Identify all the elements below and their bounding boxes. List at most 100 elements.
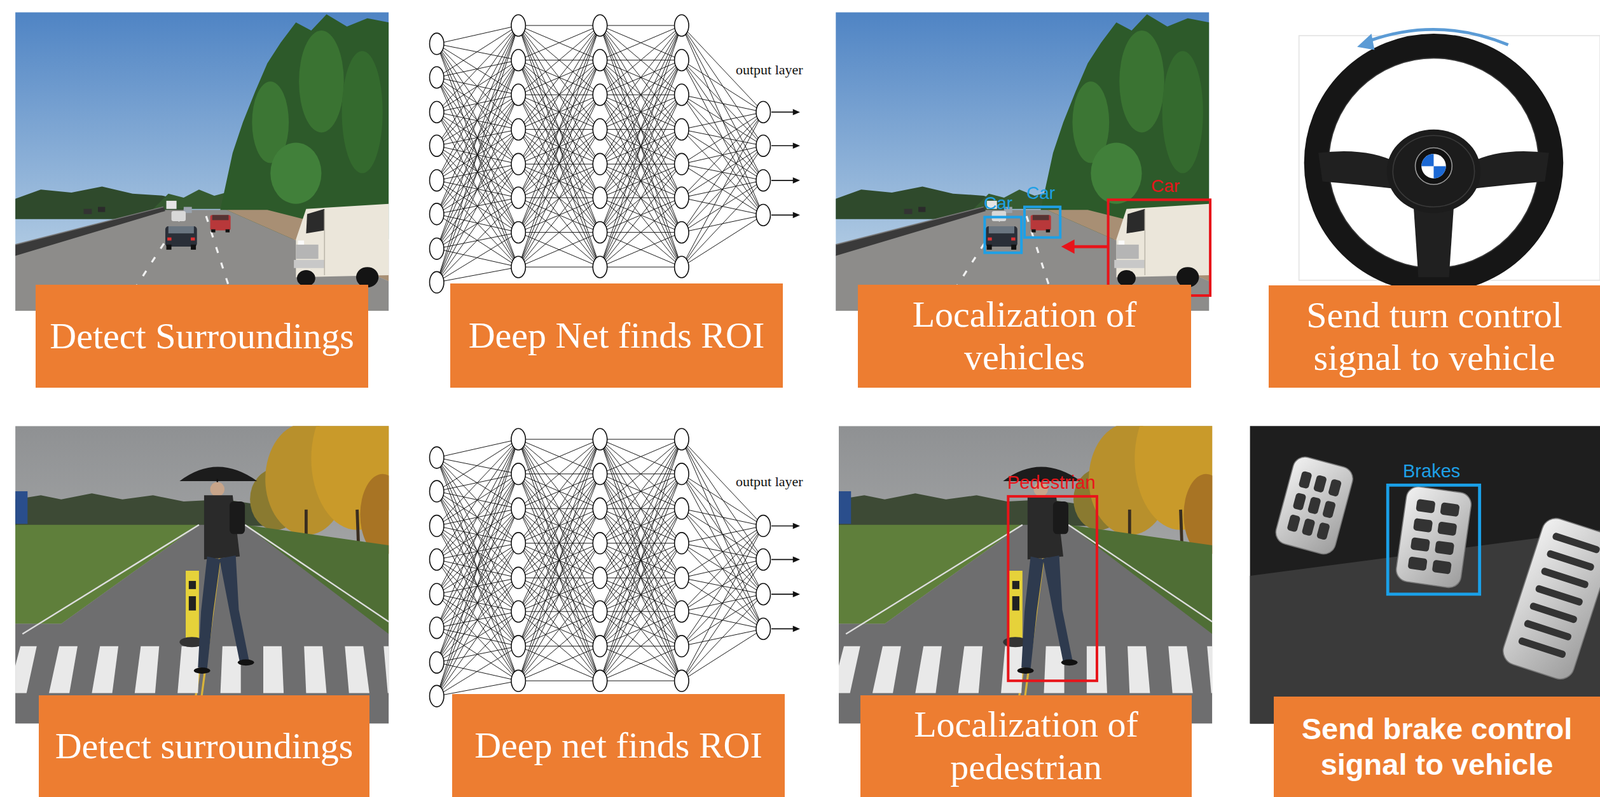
- neuron: [592, 463, 607, 486]
- neuron: [674, 14, 689, 37]
- output-arrow: [771, 593, 794, 596]
- network-edge: [436, 439, 519, 663]
- network-edge: [600, 25, 682, 95]
- network-edge: [518, 611, 600, 682]
- network-edge: [436, 25, 519, 112]
- network-edge: [436, 578, 519, 697]
- network-edge: [436, 25, 519, 215]
- network-edge: [518, 439, 600, 441]
- crosswalk-photo: [831, 387, 1232, 724]
- steering-wheel: [1299, 35, 1600, 281]
- network-edge: [681, 525, 764, 612]
- network-edge: [436, 611, 519, 697]
- network-edge: [600, 197, 682, 233]
- detection-boxes: [984, 217, 1022, 254]
- annotation: Pedestrian: [1007, 473, 1096, 494]
- annotation: Car: [983, 193, 1013, 214]
- neuron: [592, 532, 607, 555]
- neuron: [756, 204, 771, 227]
- network-edge: [518, 60, 600, 268]
- network-edge: [600, 25, 682, 130]
- annotation-label: output layer: [733, 474, 806, 490]
- output-arrow: [771, 214, 794, 217]
- network-edge: [518, 25, 600, 61]
- neuron: [756, 515, 771, 538]
- step-box: Send turn control signal to vehicle: [1268, 285, 1600, 388]
- network-edge: [518, 25, 600, 165]
- network-edge: [681, 111, 764, 198]
- car-pedals: [1534, 584, 1584, 607]
- car-pedals: [1551, 532, 1600, 554]
- neuron: [429, 237, 444, 260]
- neuron: [511, 49, 526, 72]
- annotation: output layer: [733, 474, 806, 490]
- neuron: [674, 532, 689, 555]
- car-pedals: [1432, 560, 1452, 575]
- network-edge: [600, 164, 682, 268]
- output-arrow: [771, 628, 794, 631]
- network-edge: [436, 439, 519, 492]
- car-pedals: [1499, 515, 1600, 683]
- network-edge: [436, 232, 519, 283]
- neuron: [429, 203, 444, 226]
- neuron: [429, 134, 444, 157]
- network-edge: [518, 474, 600, 682]
- neuron: [429, 66, 444, 89]
- network-connections: [436, 25, 764, 283]
- car-pedals: [1286, 514, 1301, 533]
- neuron: [592, 49, 607, 72]
- network-edge: [600, 439, 682, 647]
- steering-wheel: [1299, 29, 1600, 281]
- network-edge: [518, 681, 600, 682]
- network-edge: [436, 43, 519, 198]
- network-edge: [600, 25, 682, 165]
- network-edge: [681, 474, 764, 630]
- network-edge: [681, 25, 764, 215]
- network-edge: [681, 129, 764, 147]
- car-pedals: [1415, 499, 1436, 514]
- car-pedals: [1410, 537, 1431, 552]
- detection-boxes: [1108, 199, 1211, 296]
- neuron: [756, 101, 771, 124]
- network-edge: [518, 508, 600, 682]
- neuron: [429, 617, 444, 640]
- network-edge: [518, 439, 600, 475]
- steering-wheel: [1421, 153, 1447, 179]
- network-edge: [436, 508, 519, 697]
- network-edge: [436, 60, 519, 283]
- neural-network: [429, 428, 800, 708]
- network-edge: [518, 129, 600, 268]
- car-pedals: [1322, 500, 1337, 519]
- car-pedals: [1413, 518, 1433, 533]
- car-pedals: [1316, 522, 1331, 541]
- car-pedals: [1523, 619, 1573, 642]
- car-pedals: [1540, 567, 1590, 589]
- detection-boxes: [1024, 207, 1061, 238]
- network-edge: [518, 439, 600, 544]
- steering-wheel: [1357, 33, 1375, 51]
- neuron: [592, 635, 607, 658]
- network-edge: [600, 439, 682, 579]
- highway-photo: [835, 12, 1209, 311]
- network-edge: [681, 525, 764, 647]
- network-edge: [436, 439, 519, 697]
- network-edge: [600, 474, 682, 682]
- neuron: [429, 651, 444, 674]
- neuron: [592, 221, 607, 244]
- car-pedals: [1439, 502, 1460, 518]
- neuron: [511, 567, 526, 589]
- network-edge: [518, 197, 600, 268]
- network-edge: [518, 25, 600, 61]
- network-edge: [600, 611, 682, 682]
- network-edge: [436, 439, 519, 629]
- step-label: Deep net finds ROI: [457, 724, 780, 768]
- step-label: Localization of vehicles: [862, 293, 1187, 379]
- network-edge: [681, 508, 764, 629]
- car-pedals: [1517, 637, 1567, 659]
- network-edge: [681, 628, 764, 682]
- network-edge: [518, 439, 600, 509]
- network-edge: [681, 525, 764, 544]
- steering-wheel: [1386, 129, 1482, 214]
- network-edge: [436, 646, 519, 697]
- network-edge: [600, 267, 682, 268]
